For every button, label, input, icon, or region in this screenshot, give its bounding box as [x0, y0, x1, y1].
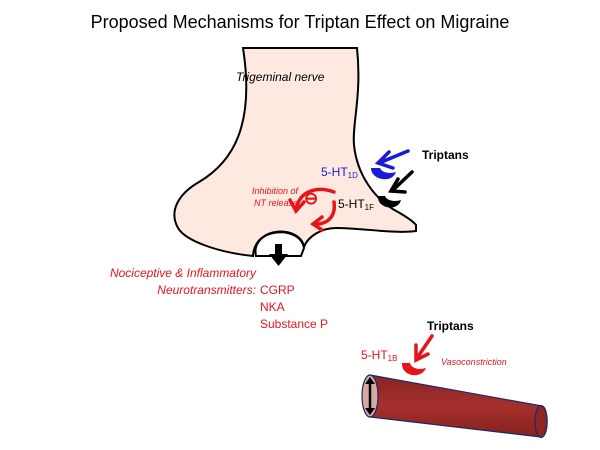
- receptor-1d-label: 5-HT1D: [321, 166, 358, 180]
- neurotransmitter-item: Substance P: [260, 317, 329, 331]
- inhibition-line2: NT release: [253, 198, 298, 208]
- release-arrow: [269, 244, 288, 266]
- triptan-arrow-red: [414, 334, 434, 363]
- nociceptive-line1: Nociceptive & Inflammatory: [109, 266, 256, 280]
- triptan-arrow-black: [388, 170, 414, 194]
- inhibition-arrows: [288, 187, 337, 232]
- receptor-1d-sub: 1D: [347, 171, 358, 180]
- page-title: Proposed Mechanisms for Triptan Effect o…: [90, 12, 510, 32]
- neurotransmitter-item: CGRP: [260, 283, 295, 297]
- blood-vessel: [361, 374, 548, 439]
- inhibition-label: Inhibition of NT release: [238, 185, 298, 209]
- nerve-terminal: [173, 47, 417, 258]
- receptor-1f-shape: [377, 196, 401, 208]
- receptor-1b-shape: [401, 363, 426, 376]
- triptans-label-bottom: Triptans: [427, 319, 474, 333]
- receptor-1b-label: 5-HT1B: [361, 349, 397, 363]
- receptor-1d-base: 5-HT: [321, 165, 348, 179]
- receptor-1b-base: 5-HT: [361, 348, 388, 362]
- neurotransmitter-item: NKA: [260, 300, 285, 314]
- receptor-1f-label: 5-HT1F: [338, 198, 374, 212]
- neurotransmitter-list: CGRP NKA Substance P: [260, 282, 328, 333]
- receptor-1f-sub: 1F: [364, 203, 375, 212]
- nociceptive-line2: Neurotransmitters:: [157, 283, 256, 297]
- triptan-arrow-blue: [374, 149, 410, 170]
- nociceptive-label: Nociceptive & Inflammatory Neurotransmit…: [48, 265, 256, 299]
- nerve-label: Trigeminal nerve: [236, 70, 325, 84]
- vasoconstriction-label: Vasoconstriction: [441, 357, 507, 367]
- receptor-1b-sub: 1B: [387, 354, 398, 363]
- triptans-label-top: Triptans: [422, 148, 469, 162]
- receptor-1d-shape: [371, 168, 396, 180]
- inhibit-symbol: ⊖: [304, 189, 319, 208]
- receptor-1f-base: 5-HT: [338, 197, 365, 211]
- inhibition-line1: Inhibition of: [251, 186, 298, 196]
